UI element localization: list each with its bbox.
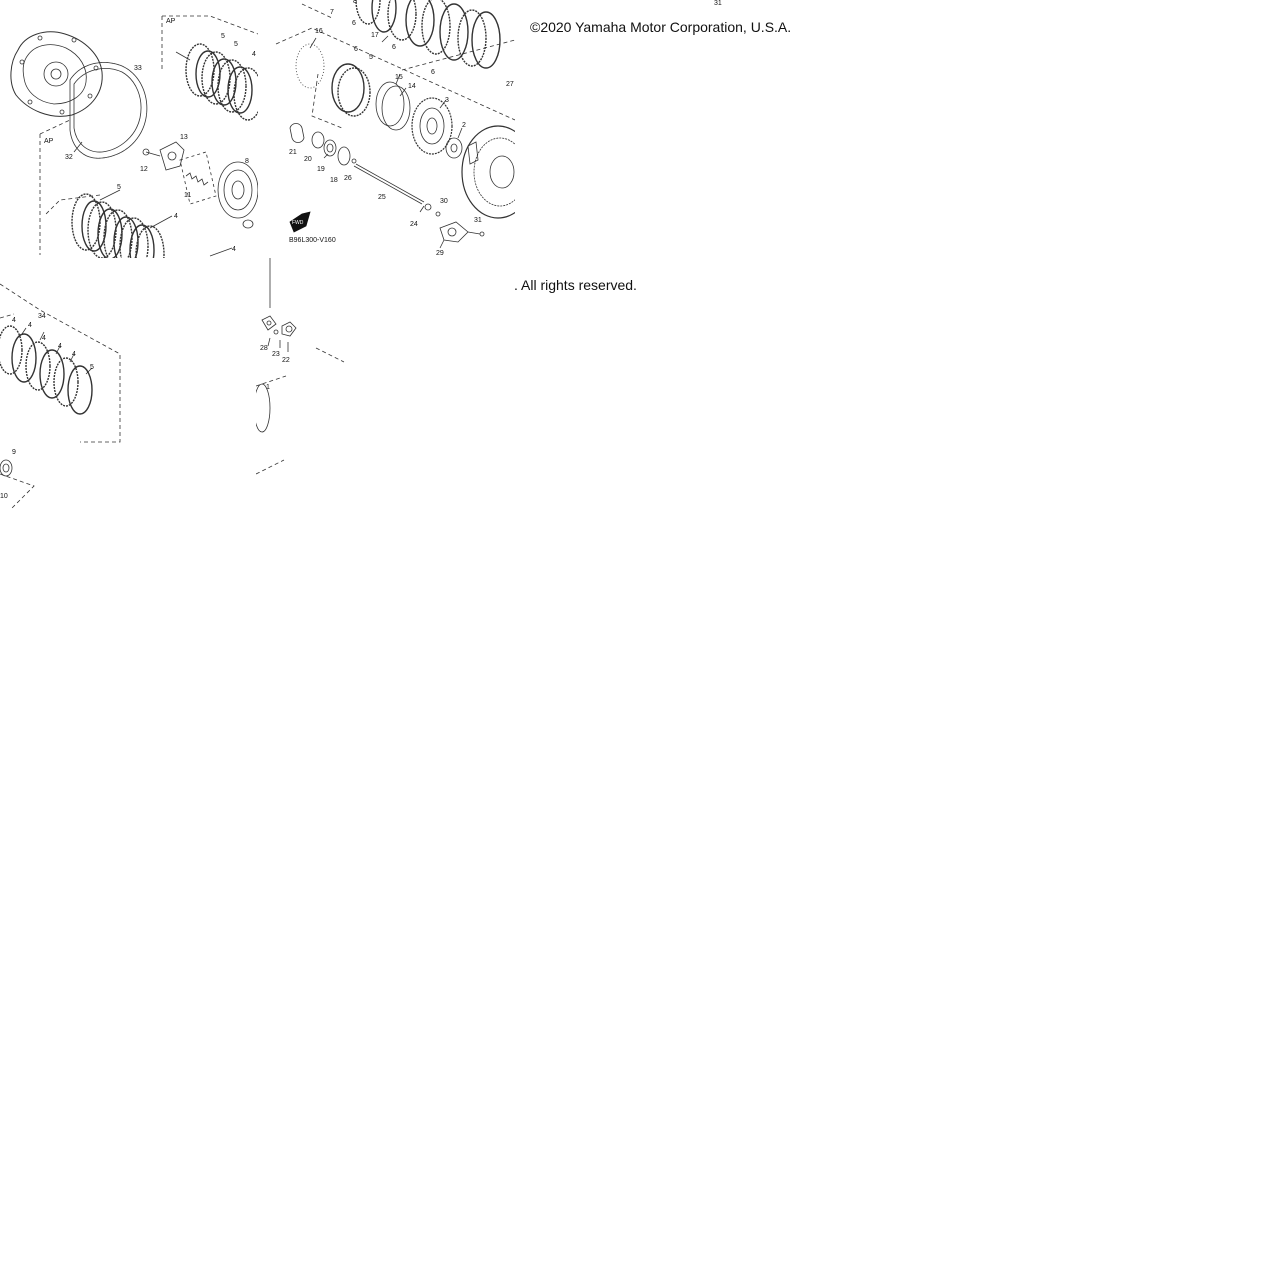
callout-22: 22 bbox=[282, 357, 290, 364]
callout-3: 3 bbox=[445, 97, 449, 104]
diagram-clutch-boss-svg: 8 7 6 17 6 6 27 16 6 5 15 14 3 2 21 20 1… bbox=[275, 0, 515, 257]
callout-8: 8 bbox=[245, 158, 249, 165]
callout-9: 9 bbox=[12, 449, 16, 456]
callout-14: 14 bbox=[408, 83, 416, 90]
callout-26: 26 bbox=[344, 175, 352, 182]
copyright-notice: ©2020 Yamaha Motor Corporation, U.S.A. bbox=[530, 19, 792, 35]
callout-31-fragment: 31 bbox=[714, 0, 722, 7]
diagram-tile-fasteners: 28 23 22 1 bbox=[256, 258, 346, 480]
box-label-ap-upper: AP bbox=[166, 18, 176, 25]
callout-6: 6 bbox=[431, 69, 435, 76]
callout-4: 4 bbox=[232, 246, 236, 253]
callout-30: 30 bbox=[440, 198, 448, 205]
callout-21: 21 bbox=[289, 149, 297, 156]
callout-2: 2 bbox=[462, 122, 466, 129]
callout-4: 4 bbox=[72, 351, 76, 358]
callout-5: 5 bbox=[117, 184, 121, 191]
box-label-ap-lower: AP bbox=[44, 138, 54, 145]
callout-4: 4 bbox=[12, 317, 16, 324]
callout-1: 1 bbox=[266, 384, 270, 391]
callout-4: 4 bbox=[174, 213, 178, 220]
fwd-arrow-label: FWD bbox=[292, 220, 304, 226]
callout-16: 16 bbox=[315, 28, 323, 35]
callout-6: 6 bbox=[392, 44, 396, 51]
callout-29: 29 bbox=[436, 250, 444, 257]
callout-10: 10 bbox=[0, 493, 8, 500]
callout-4: 4 bbox=[42, 335, 46, 342]
diagram-tile-clutch-boss: 8 7 6 17 6 6 27 16 6 5 15 14 3 2 21 20 1… bbox=[272, 0, 515, 258]
callout-5: 5 bbox=[221, 33, 225, 40]
callout-19: 19 bbox=[317, 166, 325, 173]
callout-25: 25 bbox=[378, 194, 386, 201]
callout-34: 34 bbox=[38, 313, 46, 320]
callout-13: 13 bbox=[180, 134, 188, 141]
callout-23: 23 bbox=[272, 351, 280, 358]
rights-notice: . All rights reserved. bbox=[514, 277, 637, 293]
diagram-tile-plate-stack: 34 4 4 4 4 4 5 9 10 bbox=[0, 270, 258, 515]
diagram-fasteners-svg: 28 23 22 1 bbox=[256, 258, 345, 475]
diagram-code: B96L300-V160 bbox=[289, 237, 336, 244]
callout-4: 4 bbox=[58, 343, 62, 350]
callout-8: 8 bbox=[353, 0, 357, 5]
callout-20: 20 bbox=[304, 156, 312, 163]
callout-4: 4 bbox=[252, 51, 256, 58]
callout-24: 24 bbox=[410, 221, 418, 228]
diagram-tile-cover: AP AP 5 5 4 33 13 12 32 11 8 5 4 4 bbox=[0, 0, 258, 258]
callout-33: 33 bbox=[134, 65, 142, 72]
callout-11: 11 bbox=[184, 192, 191, 199]
diagram-plate-stack-svg: 34 4 4 4 4 4 5 9 10 bbox=[0, 283, 121, 511]
callout-32: 32 bbox=[65, 154, 73, 161]
diagram-cover-svg: AP AP 5 5 4 33 13 12 32 11 8 5 4 4 bbox=[10, 15, 258, 258]
callout-12: 12 bbox=[140, 166, 148, 173]
callout-5: 5 bbox=[369, 54, 373, 61]
callout-31: 31 bbox=[474, 217, 482, 224]
callout-28: 28 bbox=[260, 345, 268, 352]
callout-15: 15 bbox=[395, 74, 403, 81]
callout-27: 27 bbox=[506, 81, 514, 88]
callout-17: 17 bbox=[371, 32, 379, 39]
callout-6: 6 bbox=[352, 20, 356, 27]
callout-5: 5 bbox=[234, 41, 238, 48]
callout-7: 7 bbox=[330, 9, 334, 16]
callout-6: 6 bbox=[354, 46, 358, 53]
callout-18: 18 bbox=[330, 177, 338, 184]
callout-4: 4 bbox=[28, 322, 32, 329]
callout-5: 5 bbox=[90, 364, 94, 371]
